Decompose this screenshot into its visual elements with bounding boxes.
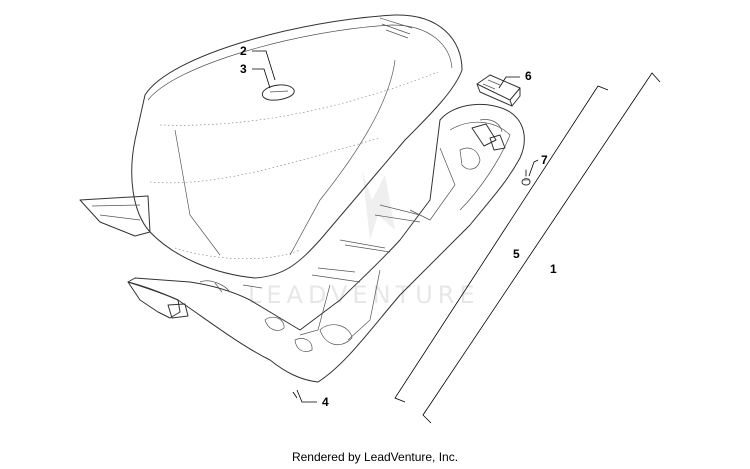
watermark-text: LEADVENTURE: [248, 281, 480, 309]
leader-3: [252, 68, 271, 89]
leader-6: [498, 76, 520, 89]
bracket-5: [394, 85, 609, 403]
leader-4-tick: [292, 391, 298, 399]
callout-1: 1: [550, 262, 557, 276]
latch-bracket[interactable]: [476, 74, 521, 107]
assembly-brackets: [394, 72, 661, 424]
footer-credit: Rendered by LeadVenture, Inc.: [291, 450, 459, 464]
callout-5: 5: [513, 247, 520, 261]
leader-2: [252, 50, 276, 81]
callout-6: 6: [525, 69, 532, 83]
callout-2: 2: [240, 44, 247, 58]
watermark-logo-mark: [362, 170, 395, 240]
watermark: LEADVENTURE: [248, 170, 480, 309]
leader-4: [296, 389, 317, 403]
seat-cushion[interactable]: [79, 14, 463, 279]
fastener[interactable]: [521, 169, 531, 186]
seat-badge[interactable]: [261, 84, 295, 101]
callout-7: 7: [541, 153, 548, 167]
callouts: 2 3 6 7 5 1 4: [240, 44, 557, 409]
leader-lines: [252, 50, 539, 403]
bracket-1: [422, 72, 661, 424]
seat-base[interactable]: [127, 103, 525, 383]
callout-3: 3: [240, 62, 247, 76]
leader-7: [528, 159, 539, 177]
callout-4: 4: [322, 395, 329, 409]
